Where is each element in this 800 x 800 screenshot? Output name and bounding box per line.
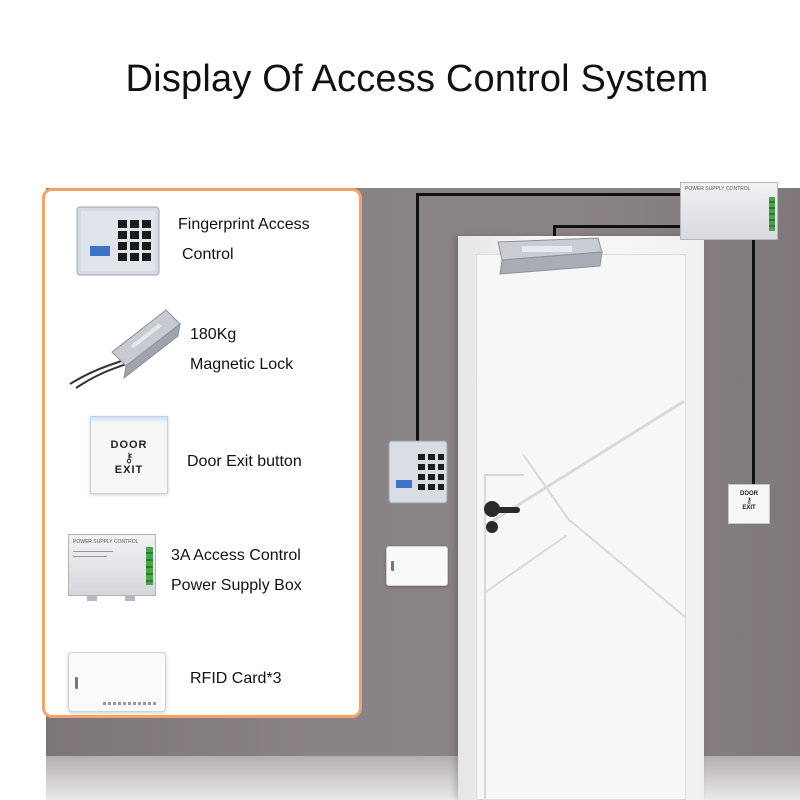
- rfid-card-print: [103, 702, 157, 705]
- component-label-power-1: 3A Access Control: [171, 547, 301, 564]
- component-label-exit: Door Exit button: [187, 453, 302, 470]
- exit-key-icon: ⚷: [124, 450, 134, 465]
- scene-exit-button: DOOR ⚷ EXIT: [728, 484, 770, 524]
- exit-button-glow: [91, 417, 167, 423]
- power-supply-icon: POWER SUPPLY CONTROL: [68, 534, 156, 601]
- scene-exit-bottom-text: EXIT: [742, 505, 756, 511]
- exit-button-bottom-text: EXIT: [114, 464, 144, 476]
- power-box-foot: [125, 595, 135, 601]
- door-groove: [484, 474, 486, 800]
- rfid-card-slot: [75, 677, 78, 689]
- scene-exit-top-text: DOOR: [740, 491, 758, 497]
- scene-magnetic-lock: [497, 237, 603, 275]
- page-title: Display Of Access Control System: [125, 58, 709, 100]
- scene-power-supply-box: POWER SUPPLY CONTROL: [680, 182, 778, 240]
- wire-left-vertical: [416, 193, 419, 443]
- component-label-power-2: Power Supply Box: [171, 577, 302, 594]
- scene-rfid-slot: [391, 561, 394, 571]
- power-box-line: [73, 551, 113, 552]
- door-handle[interactable]: [490, 507, 520, 513]
- scene-power-box-terminals: [769, 197, 775, 231]
- scene-exit-key-icon: ⚷: [746, 496, 752, 505]
- wire-top-left: [417, 193, 683, 196]
- door[interactable]: [476, 254, 686, 800]
- door-groove: [484, 534, 568, 594]
- door-groove: [569, 520, 686, 696]
- component-label-lock-2: Magnetic Lock: [190, 356, 294, 373]
- component-label-keypad-2: Control: [182, 246, 234, 263]
- power-box-foot: [87, 595, 97, 601]
- power-box-label: POWER SUPPLY CONTROL: [73, 539, 139, 545]
- scene-fingerprint-keypad: [388, 440, 448, 504]
- component-label-lock-1: 180Kg: [190, 326, 237, 343]
- power-box-terminals: [146, 547, 153, 585]
- component-label-rfid: RFID Card*3: [190, 670, 282, 687]
- door-groove: [522, 454, 572, 523]
- wire-lock-drop: [553, 225, 556, 243]
- component-label-keypad-1: Fingerprint Access: [178, 216, 310, 233]
- exit-button-top-text: DOOR: [110, 439, 148, 451]
- magnetic-lock-icon: [69, 309, 181, 389]
- door-keyhole: [486, 521, 498, 533]
- wire-lock-feed: [554, 225, 684, 228]
- scene-rfid-card: [386, 546, 448, 586]
- power-box-line: [73, 556, 107, 557]
- exit-button-icon: DOOR ⚷ EXIT: [90, 416, 168, 494]
- wire-right-vertical: [752, 230, 755, 484]
- door-groove: [488, 400, 685, 525]
- rfid-card-icon: [68, 652, 166, 712]
- scene-power-box-label: POWER SUPPLY CONTROL: [685, 186, 751, 192]
- door-groove: [484, 474, 524, 476]
- keypad-icon: [76, 206, 160, 276]
